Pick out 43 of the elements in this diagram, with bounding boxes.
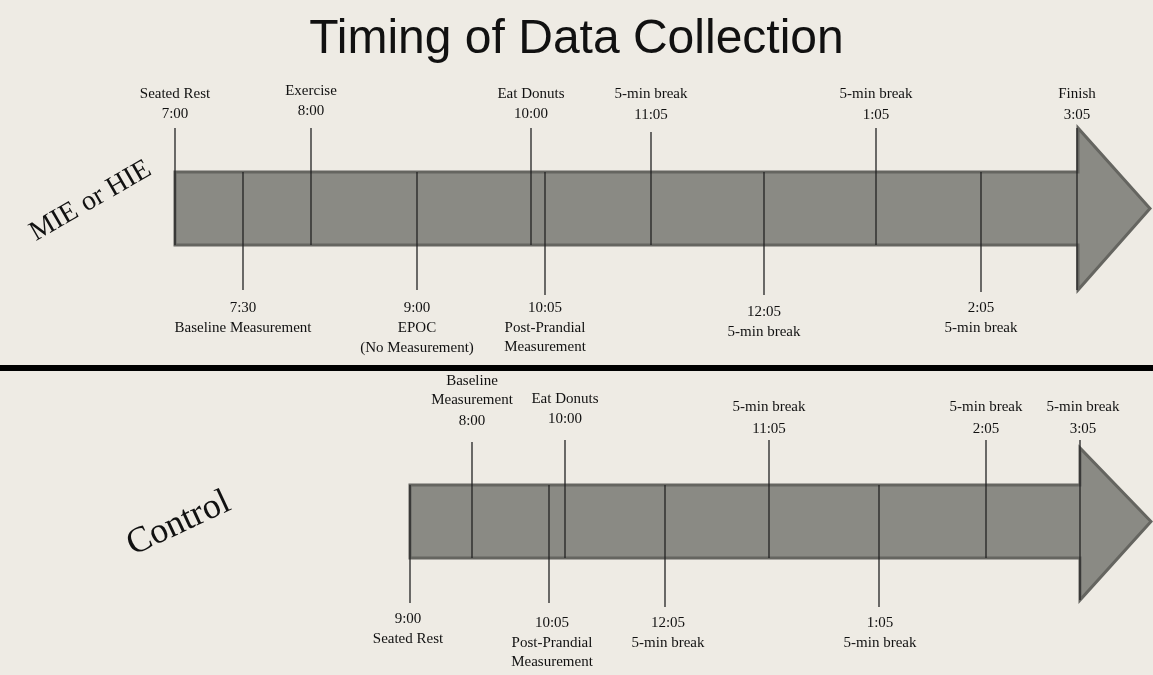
timeline-label: 11:05 [752,418,786,438]
timeline-label: 1:05 [866,612,894,632]
row-label: MIE or HIE [23,152,157,248]
timeline-label: Baseline Measurement [430,371,514,409]
diagram-title: Timing of Data Collection [308,9,845,65]
timeline-label: 2:05 [967,297,995,317]
timeline-label: Baseline Measurement [174,317,312,337]
timeline-label: Exercise [285,80,337,100]
timeline-label: 5-min break [843,632,917,652]
timeline-label: 5-min break [949,396,1023,416]
timeline-label: 12:05 [650,612,686,632]
timeline-label: Seated Rest [372,628,444,648]
timeline-label: Eat Donuts [497,83,565,103]
timeline-label: EPOC [397,317,437,337]
timeline-label: Post-Prandial Measurement [503,318,587,356]
timeline-label: 5-min break [944,317,1018,337]
timeline-label: Finish [1058,83,1096,103]
timeline-label: 3:05 [1063,104,1091,124]
timeline-label: 5-min break [839,83,913,103]
timeline-label: 11:05 [634,104,668,124]
timeline-label: 9:00 [394,608,422,628]
timeline-label: (No Measurement) [360,337,474,357]
timeline-label: Eat Donuts [531,388,599,408]
timeline-label: Seated Rest [139,83,211,103]
timeline-label: 10:05 [527,297,563,317]
timeline-label: 7:30 [229,297,257,317]
timeline-label: 12:05 [746,301,782,321]
timeline-label: 5-min break [732,396,806,416]
timeline-label: 1:05 [862,104,890,124]
timeline-label: 5-min break [614,83,688,103]
timeline-label: 7:00 [161,103,189,123]
timeline-label: 8:00 [458,410,486,430]
timeline-label: 3:05 [1069,418,1097,438]
timeline-label: 8:00 [297,100,325,120]
timeline-label: 10:05 [534,612,570,632]
timeline-label: 5-min break [1046,396,1120,416]
timeline-label: 10:00 [547,408,583,428]
timeline-label: 10:00 [513,103,549,123]
timeline-label: 5-min break [727,321,801,341]
timeline-label: Post-Prandial Measurement [510,633,594,671]
timeline-label: 9:00 [403,297,431,317]
timeline-label: 2:05 [972,418,1000,438]
timeline-label: 5-min break [631,632,705,652]
